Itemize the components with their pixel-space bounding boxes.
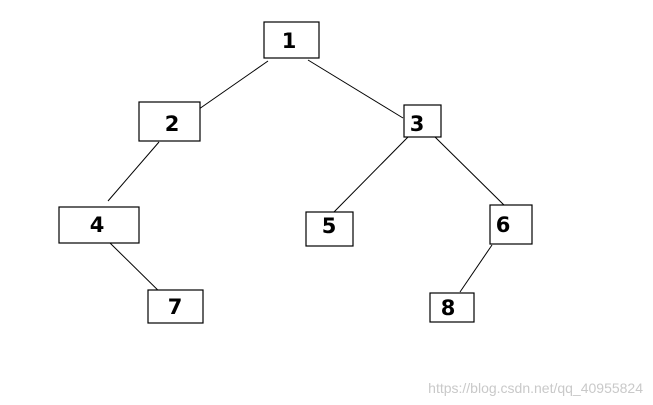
- node-label-1: 1: [282, 29, 297, 53]
- node-label-3: 3: [410, 112, 425, 136]
- node-box-2: [138, 101, 201, 142]
- edge-3-6: [434, 136, 510, 211]
- node-label-8: 8: [441, 296, 456, 320]
- node-box-4: [58, 206, 140, 244]
- edge-2-4: [107, 141, 160, 202]
- watermark-text: https://blog.csdn.net/qq_40955824: [428, 380, 643, 396]
- tree-node-6: 6: [489, 204, 533, 245]
- node-box-8: [429, 292, 475, 323]
- node-box-3: [403, 104, 442, 138]
- tree-node-4: 4: [58, 206, 140, 244]
- edge-6-8: [459, 244, 493, 293]
- tree-node-2: 2: [138, 101, 201, 142]
- tree-node-1: 1: [263, 21, 320, 59]
- node-label-2: 2: [165, 112, 180, 136]
- tree-node-3: 3: [403, 104, 442, 138]
- node-label-7: 7: [168, 295, 183, 319]
- tree-edges: [107, 59, 510, 306]
- edge-1-3: [307, 59, 404, 119]
- node-label-4: 4: [90, 213, 105, 237]
- node-box-1: [263, 21, 320, 59]
- edge-3-5: [332, 136, 409, 214]
- node-box-5: [305, 211, 354, 247]
- tree-nodes: 1 2 3 4 5 6 7 8: [58, 21, 533, 324]
- node-label-5: 5: [322, 214, 337, 238]
- tree-node-7: 7: [147, 289, 204, 324]
- tree-node-5: 5: [305, 211, 354, 247]
- node-label-6: 6: [496, 213, 511, 237]
- node-box-6: [489, 204, 533, 245]
- node-box-7: [147, 289, 204, 324]
- tree-node-8: 8: [429, 292, 475, 323]
- edge-1-2: [188, 60, 269, 117]
